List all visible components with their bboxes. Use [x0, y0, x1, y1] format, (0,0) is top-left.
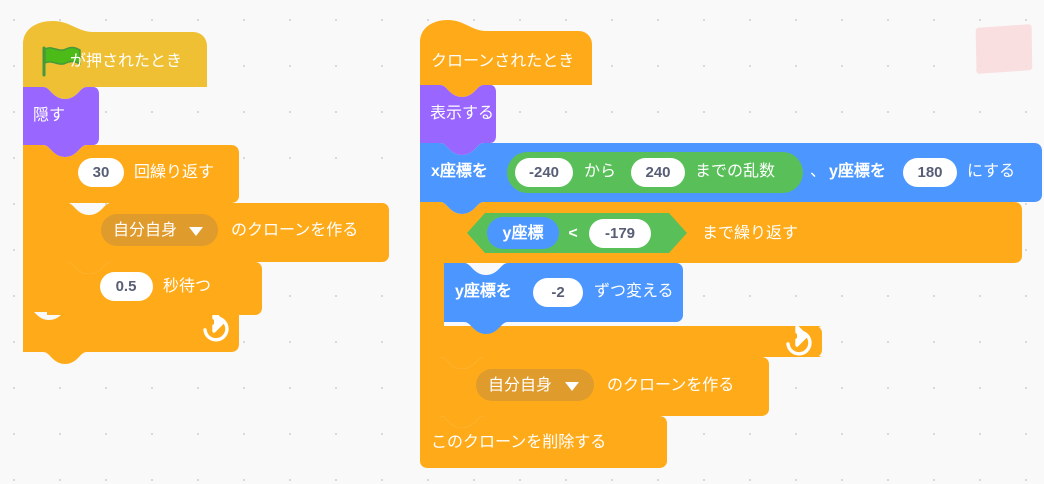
go-to-y-label: y座標を — [829, 161, 886, 180]
pick-random-from-value: -240 — [529, 164, 559, 181]
block-go-to-xy[interactable]: x座標を -240 から 240 までの乱数 、 y座標を — [420, 143, 1042, 214]
hide-label: 隠す — [33, 106, 65, 124]
pick-random-label-2: までの乱数 — [695, 162, 775, 180]
show-label: 表示する — [430, 104, 494, 122]
clone-target-value: 自分自身 — [113, 221, 177, 239]
green-flag-script[interactable]: が押されたとき 隠す 30 — [0, 0, 420, 370]
when-i-start-as-clone-script[interactable]: クローンされたとき 表示する x座標を -240 から — [414, 0, 1044, 475]
block-create-clone-of[interactable]: 自分自身 のクローンを作る — [47, 203, 389, 274]
wait-seconds-label: 秒待つ — [163, 277, 211, 295]
wait-seconds-value: 0.5 — [116, 278, 137, 295]
clone-target-dropdown[interactable]: 自分自身 — [101, 214, 218, 246]
reporter-y-position[interactable]: y座標 — [487, 217, 559, 249]
block-hide[interactable]: 隠す — [23, 87, 99, 157]
pink-sticky-note — [975, 24, 1033, 74]
block-when-flag-clicked[interactable]: が押されたとき — [23, 21, 207, 99]
go-to-y-input[interactable]: 180 — [903, 158, 957, 187]
go-to-xy-suffix: にする — [967, 162, 1015, 180]
pick-random-to-value: 240 — [645, 164, 670, 181]
repeat-count-input[interactable]: 30 — [78, 158, 124, 187]
pick-random-to-input[interactable]: 240 — [631, 158, 685, 187]
clone-target-dropdown-2[interactable]: 自分自身 — [476, 369, 594, 401]
block-repeat-until[interactable]: y座標 < -179 まで繰り返す y座標を — [420, 202, 1022, 369]
create-clone-label: のクローンを作る — [231, 221, 358, 239]
reporter-pick-random[interactable]: -240 から 240 までの乱数 — [507, 152, 803, 193]
repeat-until-label: まで繰り返す — [702, 224, 798, 242]
block-change-y-by[interactable]: y座標を -2 ずつ変える — [444, 263, 683, 334]
change-y-input[interactable]: -2 — [533, 278, 583, 307]
block-wait-seconds[interactable]: 0.5 秒待つ — [47, 262, 262, 327]
change-y-label-1: y座標を — [455, 281, 512, 300]
green-flag-icon — [42, 46, 81, 77]
go-to-xy-comma: 、 — [810, 163, 826, 180]
go-to-y-value: 180 — [917, 164, 942, 181]
less-than-operator: < — [568, 225, 577, 242]
chevron-down-icon — [565, 382, 579, 391]
change-y-label-2: ずつ変える — [594, 282, 674, 300]
pick-random-label-1: から — [584, 163, 616, 180]
loop-arrow-icon — [786, 325, 812, 356]
wait-seconds-input[interactable]: 0.5 — [100, 272, 153, 301]
when-clone-label: クローンされたとき — [431, 52, 574, 70]
boolean-less-than[interactable]: y座標 < -179 — [467, 213, 687, 253]
block-when-i-start-as-clone[interactable]: クローンされたとき — [420, 20, 592, 97]
create-clone-label-2: のクローンを作る — [607, 376, 734, 394]
block-show[interactable]: 表示する — [420, 85, 496, 155]
repeat-label: 回繰り返す — [134, 163, 214, 181]
clone-target-value-2: 自分自身 — [488, 376, 552, 394]
chevron-down-icon — [189, 227, 203, 236]
y-position-label: y座標 — [503, 223, 544, 242]
loop-arrow-icon — [203, 311, 229, 342]
pick-random-from-input[interactable]: -240 — [515, 158, 573, 187]
block-create-clone-of-2[interactable]: 自分自身 のクローンを作る — [420, 357, 769, 428]
less-than-right-value: -179 — [605, 225, 635, 242]
delete-clone-label: このクローンを削除する — [431, 433, 606, 451]
when-flag-clicked-label: が押されたとき — [70, 52, 182, 70]
block-delete-this-clone[interactable]: このクローンを削除する — [420, 416, 667, 468]
block-repeat-30[interactable]: 30 回繰り返す 自分自身 — [23, 145, 389, 364]
go-to-x-label: x座標を — [431, 161, 488, 180]
less-than-right-input[interactable]: -179 — [589, 219, 651, 248]
change-y-value: -2 — [551, 284, 564, 301]
repeat-count-value: 30 — [93, 164, 110, 181]
